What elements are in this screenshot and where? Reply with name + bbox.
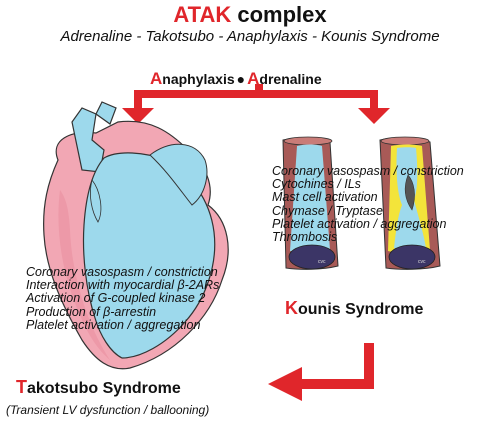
kounis-mechanism-item: Chymase / Tryptase bbox=[272, 203, 383, 218]
kounis-initial: K bbox=[285, 298, 298, 318]
trigger-label: Anaphylaxis●Adrenaline bbox=[150, 69, 322, 89]
kounis-to-takotsubo-arrow bbox=[268, 343, 374, 401]
kounis-mechanism-item: Cytochines / ILs bbox=[272, 177, 361, 192]
anaphylaxis-initial: A bbox=[150, 69, 163, 88]
svg-text:cvc: cvc bbox=[318, 259, 326, 265]
takotsubo-mechanism-item: Interaction with myocardial β-2ARs bbox=[26, 278, 220, 293]
takotsubo-note: (Transient LV dysfunction / ballooning) bbox=[6, 403, 210, 417]
takotsubo-mechanism-item: Coronary vasospasm / constriction bbox=[26, 265, 218, 279]
subtitle: Adrenaline - Takotsubo - Anaphylaxis - K… bbox=[60, 28, 440, 45]
adrenaline-initial: A bbox=[247, 69, 260, 88]
kounis-mechanism-item: Mast cell activation bbox=[272, 190, 378, 205]
takotsubo-mechanism-item: Activation of G-coupled kinase 2 bbox=[26, 291, 206, 306]
kounis-mechanism-list: Coronary vasospasm / constriction Cytoch… bbox=[272, 164, 464, 245]
takotsubo-heading: Takotsubo Syndrome bbox=[16, 377, 181, 398]
artery-left-illustration: cvc bbox=[282, 136, 339, 270]
trigger-arrows bbox=[122, 84, 390, 124]
takotsubo-heading-rest: akotsubo Syndrome bbox=[27, 380, 181, 397]
takotsubo-mechanism-item: Platelet activation / aggregation bbox=[26, 317, 201, 332]
takotsubo-mechanism-list: Coronary vasospasm / constriction Intera… bbox=[26, 265, 220, 332]
heart-illustration bbox=[43, 101, 229, 370]
kounis-mechanism-item: Coronary vasospasm / constriction bbox=[272, 164, 464, 178]
adrenaline-rest: drenaline bbox=[259, 71, 322, 87]
anaphylaxis-rest: naphylaxis bbox=[162, 71, 235, 87]
title-rest: complex bbox=[231, 2, 327, 27]
svg-text:cvc: cvc bbox=[418, 259, 426, 265]
takotsubo-mechanism-item: Production of β-arrestin bbox=[26, 304, 157, 319]
takotsubo-initial: T bbox=[16, 377, 27, 397]
artery-right-illustration: cvc bbox=[379, 136, 441, 270]
kounis-mechanism-item: Platelet activation / aggregation bbox=[272, 216, 447, 231]
kounis-heading: Kounis Syndrome bbox=[285, 298, 423, 319]
kounis-mechanism-item: Thrombosis bbox=[272, 230, 338, 245]
page-title: ATAK complex bbox=[0, 2, 500, 28]
trigger-separator: ● bbox=[236, 71, 246, 87]
title-highlight: ATAK bbox=[173, 2, 232, 27]
kounis-heading-rest: ounis Syndrome bbox=[298, 301, 424, 318]
